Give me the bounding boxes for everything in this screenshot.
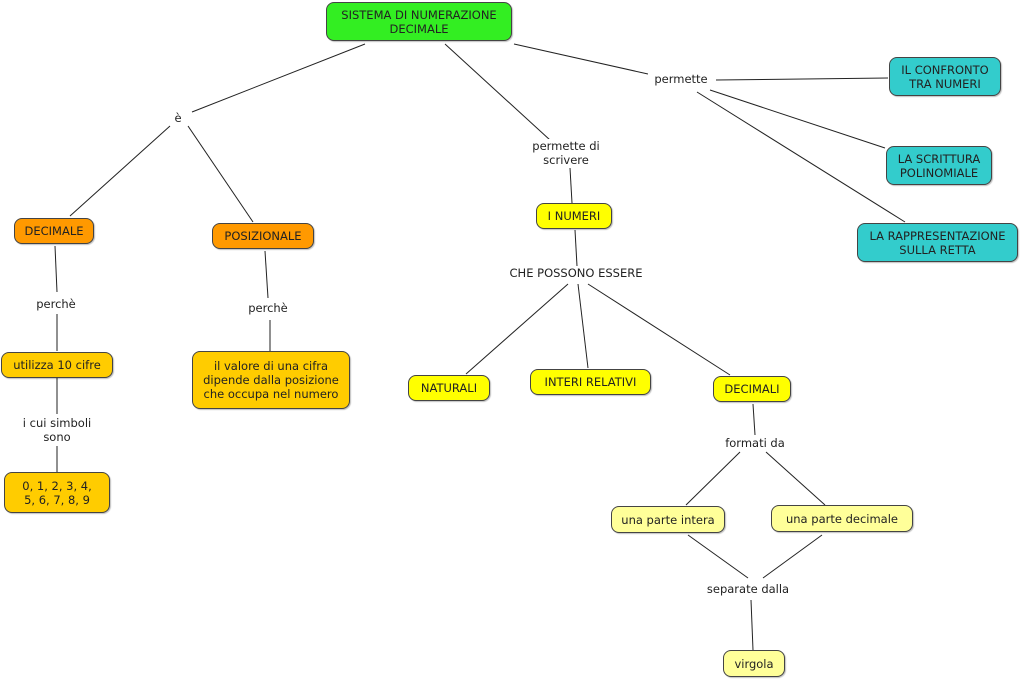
- link-label-perche-2: perchè: [240, 301, 296, 315]
- node-naturali[interactable]: NATURALI: [408, 375, 490, 401]
- connector: [762, 534, 823, 579]
- connector: [750, 599, 754, 651]
- node-virgola[interactable]: virgola: [723, 650, 785, 677]
- node-decimali[interactable]: DECIMALI: [713, 376, 791, 402]
- node-parte-intera[interactable]: una parte intera: [611, 506, 725, 533]
- connector: [709, 89, 886, 149]
- node-parte-decimale[interactable]: una parte decimale: [771, 505, 913, 532]
- connector: [187, 125, 254, 223]
- connector: [513, 43, 649, 75]
- connector: [69, 125, 171, 217]
- connector: [696, 91, 906, 223]
- connector: [687, 534, 749, 579]
- connector: [444, 43, 551, 141]
- connector: [191, 43, 366, 113]
- link-label-possono: CHE POSSONO ESSERE: [500, 266, 652, 280]
- connector: [685, 451, 741, 506]
- connector: [577, 283, 589, 369]
- link-label-perche-1: perchè: [28, 297, 84, 311]
- node-interi[interactable]: INTERI RELATIVI: [530, 369, 651, 395]
- link-label-permette-scrivere: permette di scrivere: [522, 139, 610, 167]
- node-posizionale[interactable]: POSIZIONALE: [212, 223, 314, 249]
- link-label-separate: separate dalla: [700, 582, 796, 596]
- connector: [465, 283, 569, 375]
- node-valore[interactable]: il valore di una cifra dipende dalla pos…: [192, 351, 350, 409]
- node-numeri[interactable]: I NUMERI: [536, 203, 612, 229]
- connector: [715, 77, 889, 81]
- link-label-e: è: [170, 111, 186, 125]
- node-root[interactable]: SISTEMA DI NUMERAZIONE DECIMALE: [326, 2, 512, 41]
- node-rappresentazione[interactable]: LA RAPPRESENTAZIONE SULLA RETTA: [857, 223, 1018, 262]
- link-label-simboli: i cui simboli sono: [12, 416, 102, 444]
- connector: [752, 403, 756, 436]
- node-decimale[interactable]: DECIMALE: [14, 218, 94, 244]
- link-label-formati: formati da: [718, 436, 792, 450]
- node-cifre[interactable]: 0, 1, 2, 3, 4, 5, 6, 7, 8, 9: [4, 472, 110, 513]
- link-label-permette: permette: [648, 72, 714, 86]
- connector: [574, 229, 578, 267]
- connector: [765, 451, 826, 506]
- connector: [264, 250, 269, 299]
- connector: [587, 283, 731, 376]
- connector: [54, 245, 58, 293]
- node-utilizza[interactable]: utilizza 10 cifre: [1, 352, 113, 378]
- node-confronto[interactable]: IL CONFRONTO TRA NUMERI: [889, 57, 1001, 96]
- node-scrittura[interactable]: LA SCRITTURA POLINOMIALE: [886, 146, 992, 185]
- connector: [569, 167, 573, 204]
